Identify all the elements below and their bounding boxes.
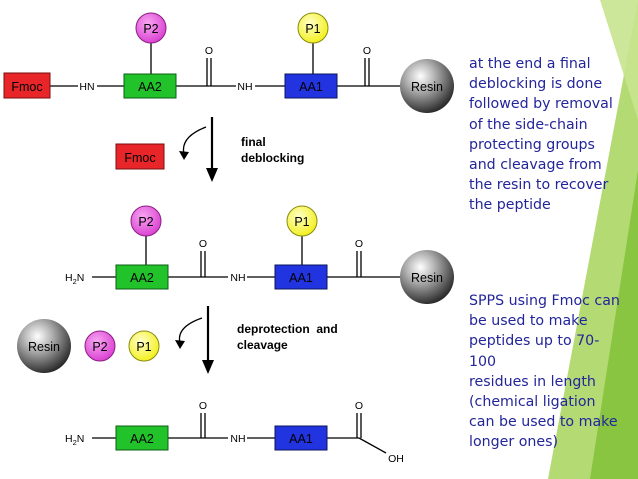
resin-bead-released xyxy=(17,319,71,373)
note-line: (chemical ligation xyxy=(469,394,596,411)
aa1-label: AA1 xyxy=(289,271,313,285)
p1-label: P1 xyxy=(305,22,320,36)
p1-label: P1 xyxy=(294,215,309,229)
step2-label-line2: cleavage xyxy=(237,338,288,352)
note-line: the peptide xyxy=(469,197,551,214)
p2-label: P2 xyxy=(138,215,153,229)
fmoc-label: Fmoc xyxy=(11,80,42,94)
note-line: followed by removal xyxy=(469,96,613,113)
note-line: 100 xyxy=(469,353,497,370)
aa1-box xyxy=(274,425,328,451)
note-line: residues in length xyxy=(469,373,596,390)
note-final-deblocking: at the end a final deblocking is done fo… xyxy=(469,54,638,216)
amine-label: H2N xyxy=(65,272,84,286)
fmoc-removed-box xyxy=(115,143,165,170)
p1-circle xyxy=(297,12,329,44)
carbonyl-o-label: O xyxy=(199,400,207,412)
p1-circle-released xyxy=(128,330,160,362)
note-line: and cleavage from xyxy=(469,157,602,174)
note-line: deblocking is done xyxy=(469,76,603,93)
hn-label: HN xyxy=(79,81,94,93)
carbonyl-o-label: O xyxy=(363,45,371,57)
note-line: can be used to make xyxy=(469,414,618,431)
aa2-label: AA2 xyxy=(130,271,154,285)
note-line: of the side-chain xyxy=(469,116,588,133)
nh-label: NH xyxy=(230,272,245,284)
note-spps-length: SPPS using Fmoc can be used to make pept… xyxy=(469,291,638,453)
hydroxyl-label: OH xyxy=(388,453,404,465)
step2-arrow xyxy=(175,306,214,374)
note-line: protecting groups xyxy=(469,136,595,153)
p1-circle xyxy=(286,205,318,237)
aa2-label: AA2 xyxy=(130,432,154,446)
p2-circle xyxy=(135,12,167,44)
note-line: the resin to recover xyxy=(469,177,609,194)
aa1-label: AA1 xyxy=(289,432,313,446)
note-line: at the end a final xyxy=(469,56,591,72)
note-line: be used to make xyxy=(469,313,588,330)
aa1-box xyxy=(274,264,328,290)
resin-bead xyxy=(400,250,454,304)
aa2-box xyxy=(115,264,169,290)
step1-label-line2: deblocking xyxy=(241,151,304,165)
fmoc-box xyxy=(3,72,51,99)
nh-label: NH xyxy=(237,81,252,93)
resin-bead xyxy=(400,59,454,113)
carbonyl-o-label: O xyxy=(199,238,207,250)
step1-arrow xyxy=(179,117,218,182)
resin-label: Resin xyxy=(411,271,443,285)
p2-circle xyxy=(130,205,162,237)
decorative-accent xyxy=(548,0,638,479)
step1-label-line1: final xyxy=(241,135,266,149)
aa2-box xyxy=(115,425,169,451)
resin-label: Resin xyxy=(411,80,443,94)
row1-structure xyxy=(49,36,402,87)
nh-label: NH xyxy=(230,433,245,445)
carbonyl-o-label: O xyxy=(355,238,363,250)
carbonyl-o-label: O xyxy=(205,45,213,57)
note-line: peptides up to 70- xyxy=(469,333,600,350)
note-line: longer ones) xyxy=(469,434,559,451)
row2-structure xyxy=(92,231,402,278)
aa2-box xyxy=(123,73,177,99)
carbonyl-o-label: O xyxy=(355,400,363,412)
p2-label: P2 xyxy=(143,22,158,36)
row3-structure xyxy=(92,413,387,454)
note-line: SPPS using Fmoc can xyxy=(469,293,620,309)
aa1-box xyxy=(284,73,338,99)
amine-label: H2N xyxy=(65,433,84,447)
p1-label: P1 xyxy=(136,340,151,354)
p2-label: P2 xyxy=(92,340,107,354)
p2-circle-released xyxy=(84,330,116,362)
resin-label: Resin xyxy=(28,340,60,354)
aa2-label: AA2 xyxy=(138,80,162,94)
aa1-label: AA1 xyxy=(299,80,323,94)
step2-label-line1: deprotection and xyxy=(237,322,338,336)
fmoc-removed-label: Fmoc xyxy=(124,151,155,165)
